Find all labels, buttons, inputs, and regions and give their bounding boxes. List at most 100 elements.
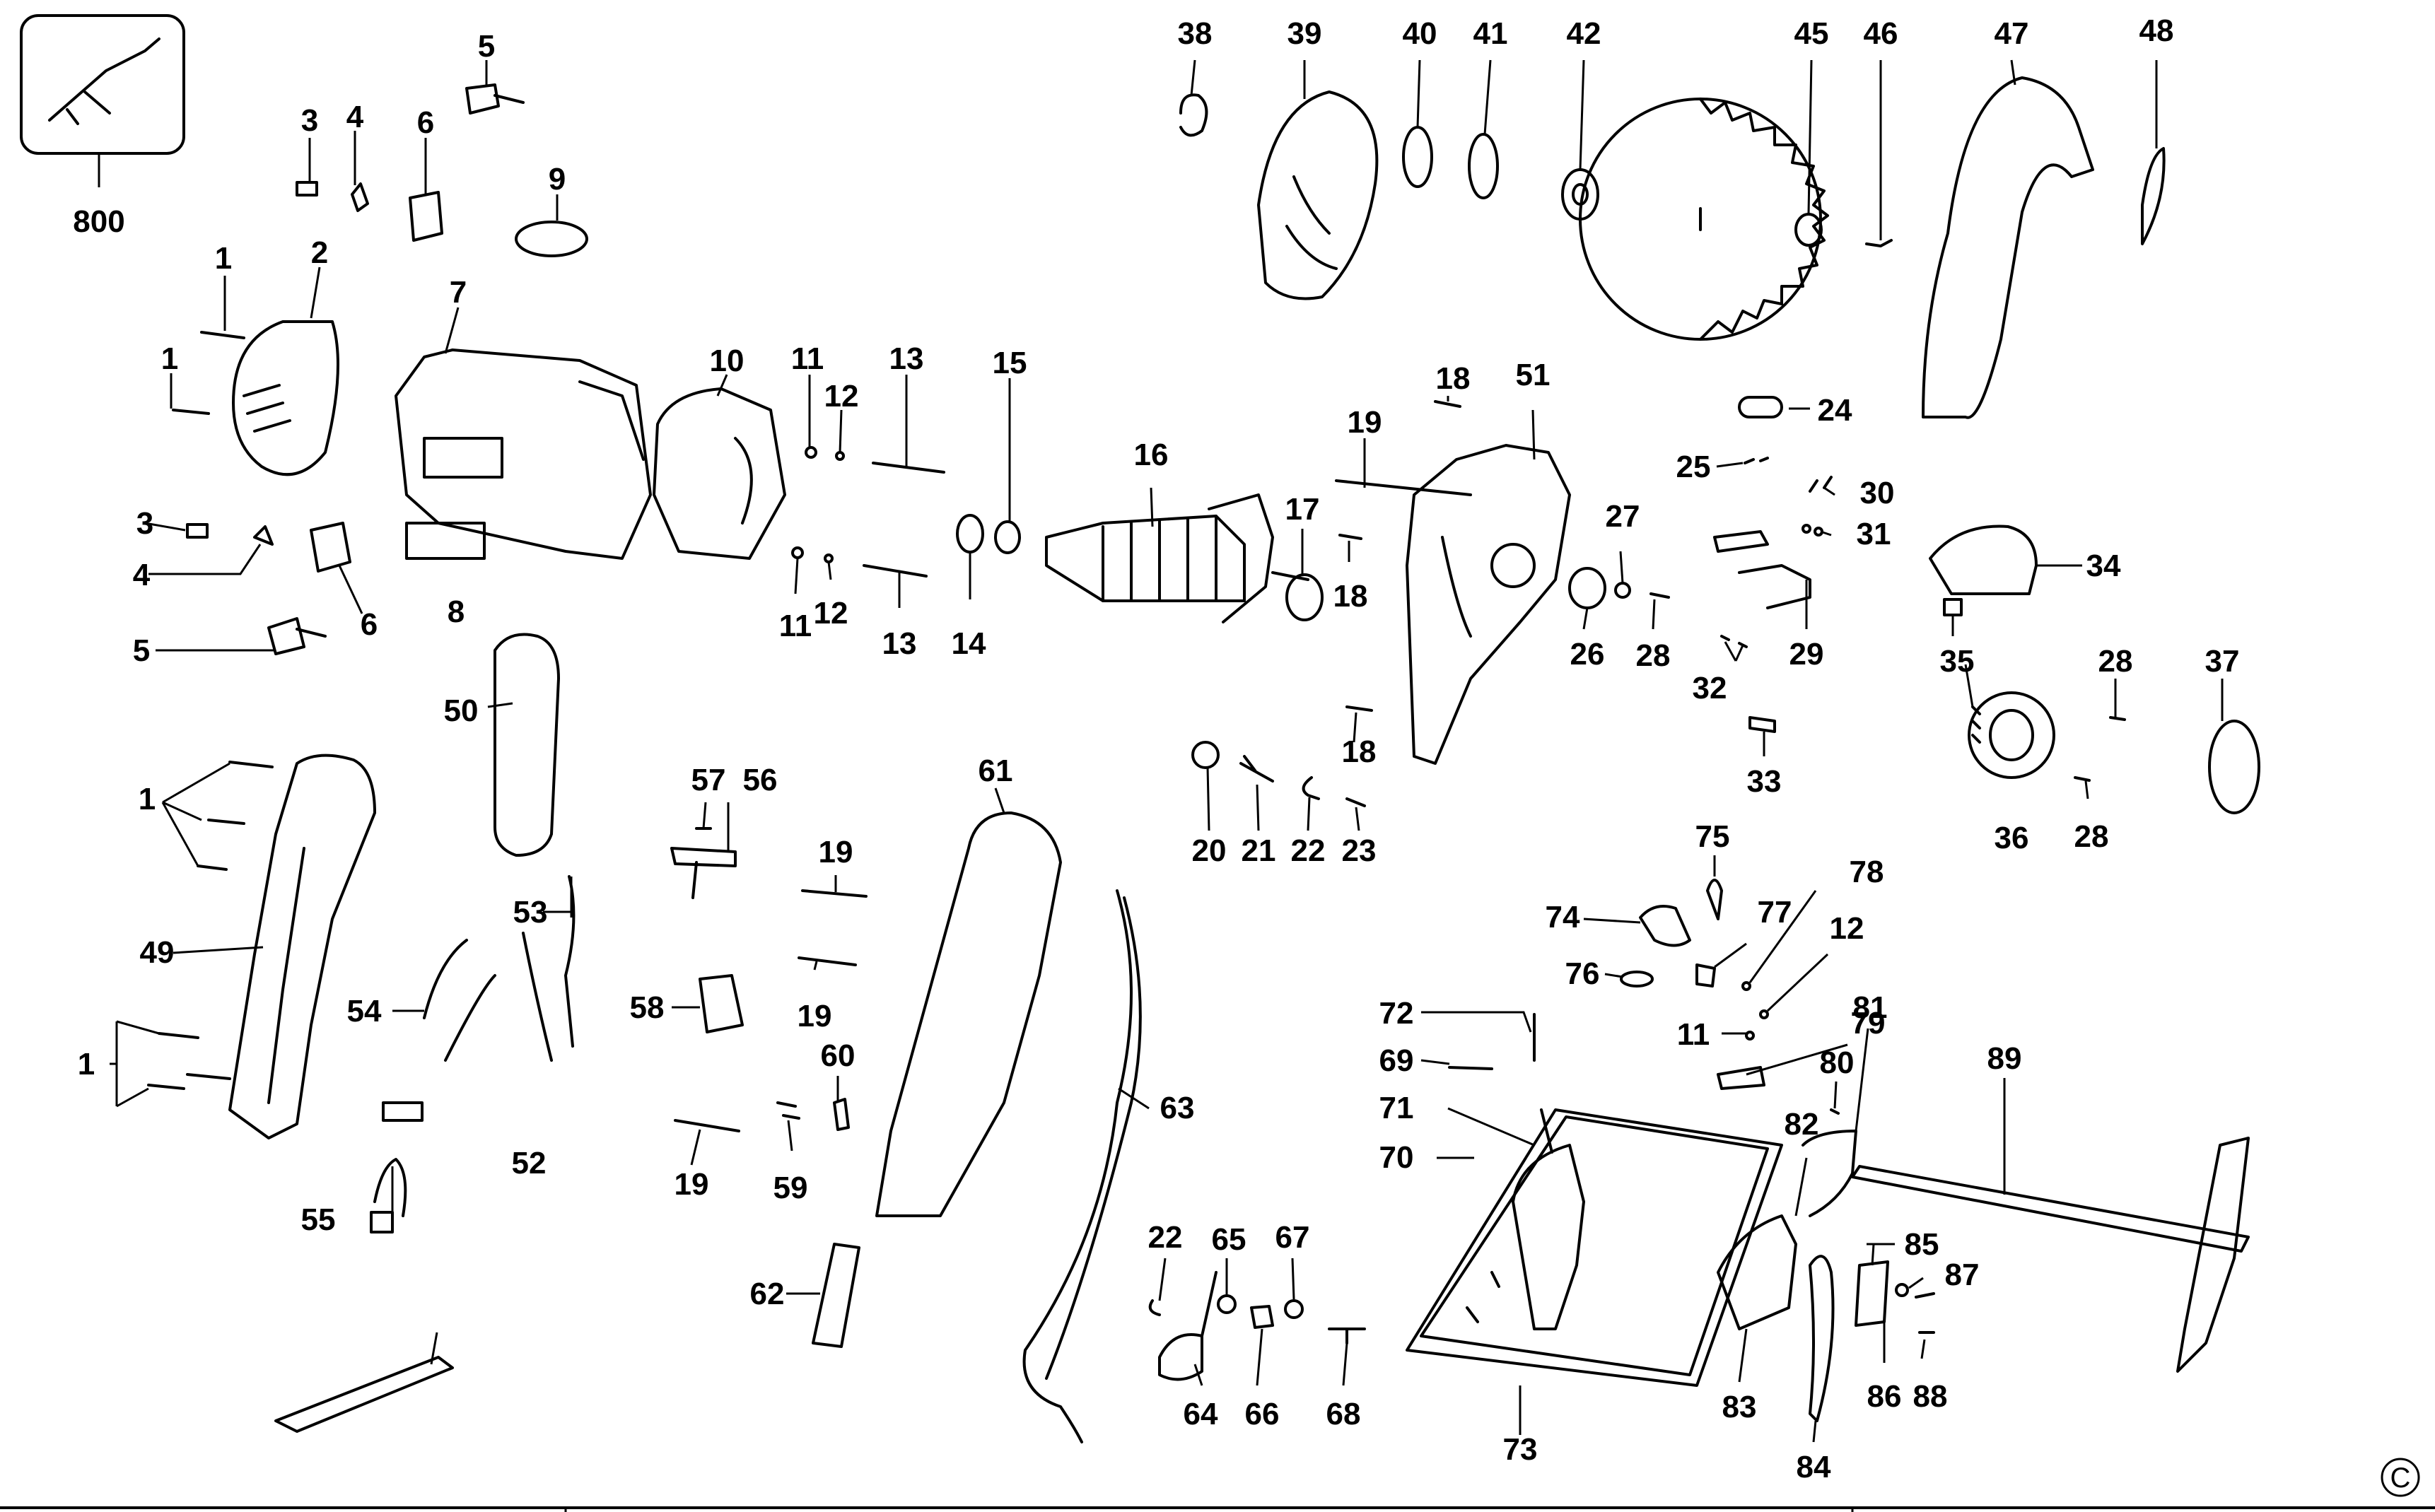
label-1b: 1 (161, 341, 178, 376)
label-11b: 11 (779, 609, 812, 643)
label-3a: 3 (301, 103, 318, 138)
washer-4-top (351, 182, 369, 212)
label-23: 23 (1342, 833, 1377, 868)
label-25: 25 (1676, 450, 1711, 484)
label-79: 80 (1820, 1045, 1855, 1080)
label-13a: 13 (889, 341, 924, 376)
label-6b: 6 (361, 607, 378, 642)
label-42: 42 (1567, 16, 1601, 51)
label-7: 7 (450, 275, 467, 310)
label-5b: 5 (133, 633, 150, 668)
label-12a: 12 (824, 379, 859, 414)
label-52: 53 (513, 895, 548, 930)
wrench-89 (274, 1356, 454, 1433)
label-21: 21 (1242, 833, 1276, 868)
gear-case-50-illustration (1406, 444, 1571, 765)
label-57: 58 (630, 990, 665, 1025)
label-22a: 22 (1291, 833, 1326, 868)
label-31: 31 (1857, 517, 1891, 551)
label-18a: 18 (1436, 361, 1471, 396)
label-32: 32 (1693, 671, 1727, 705)
label-38: 38 (1178, 16, 1213, 51)
leader-lines (110, 59, 2224, 1443)
label-74: 75 (1695, 819, 1730, 854)
cover-34 (1929, 524, 2038, 595)
label-73: 74 (1546, 900, 1580, 934)
label-88: 89 (1987, 1041, 2022, 1076)
label-9 (515, 221, 588, 257)
guard-39-illustration (1257, 90, 1379, 300)
saw-blade-illustration (1579, 98, 1829, 341)
label-8: 8 (448, 594, 465, 629)
label-19a: 19 (1348, 405, 1382, 440)
boot-61 (812, 1243, 860, 1348)
label-85: 86 (1867, 1379, 1902, 1414)
label-9: 9 (549, 162, 566, 197)
label-63: 64 (1184, 1397, 1218, 1431)
label-41: 41 (1473, 16, 1508, 51)
label-1a: 1 (215, 241, 232, 276)
handle-48-illustration (228, 754, 376, 1139)
label-19d: 19 (675, 1167, 709, 1202)
label-51: 52 (512, 1146, 547, 1180)
label-1c: 1 (139, 782, 156, 816)
label-14: 14 (952, 626, 986, 661)
label-50: 51 (1516, 358, 1551, 392)
label-28c: 28 (2074, 819, 2109, 854)
label-800: 800 (73, 204, 124, 239)
label-82: 83 (1722, 1390, 1757, 1424)
label-70: 71 (1379, 1091, 1414, 1125)
base-plate-72-illustration (1406, 1108, 1783, 1387)
label-1d: 1 (78, 1047, 95, 1082)
brush-5-top (465, 83, 525, 115)
rip-fence-88-illustration (1851, 1137, 2250, 1373)
label-12c: 12 (1830, 911, 1864, 946)
label-45: 46 (1864, 16, 1898, 51)
motor-housing-7-illustration (395, 348, 652, 560)
label-37: 37 (2205, 644, 2240, 679)
label-12b: 12 (814, 596, 848, 631)
label-77: 78 (1850, 855, 1884, 889)
label-46: 47 (1995, 16, 2029, 51)
field-10-illustration (653, 387, 786, 560)
label-3b: 3 (136, 506, 153, 541)
label-33: 33 (1747, 764, 1782, 799)
label-6a: 6 (417, 105, 434, 140)
label-71: 72 (1379, 996, 1414, 1031)
label-72: 73 (1503, 1432, 1538, 1467)
label-36: 36 (1995, 821, 2029, 855)
label-83: 84 (1797, 1450, 1831, 1484)
label-54: 55 (301, 1202, 336, 1237)
label-48: 49 (140, 935, 175, 970)
label-24: 24 (1818, 393, 1852, 428)
label-10: 10 (710, 344, 744, 378)
label-5a: 5 (478, 29, 495, 64)
handle-60-illustration (875, 811, 1062, 1217)
label-65: 66 (1245, 1397, 1280, 1431)
label-18c: 18 (1342, 734, 1377, 769)
label-4a: 4 (346, 100, 364, 134)
part-labels: 800 1 1 2 3 4 5 6 7 8 9 10 11 12 13 15 1… (73, 13, 2239, 1484)
copyright-mark: C (2381, 1458, 2420, 1497)
armature-16-illustration (1045, 493, 1309, 623)
label-28b: 28 (2098, 644, 2133, 679)
label-84: 85 (1905, 1227, 1939, 1262)
screw-1-group (147, 331, 274, 1090)
label-39: 39 (1287, 16, 1322, 51)
label-44: 45 (1794, 16, 1829, 51)
label-19c: 19 (798, 999, 832, 1033)
label-55: 56 (743, 763, 778, 797)
label-53: 54 (347, 994, 382, 1028)
label-56: 57 (691, 763, 726, 797)
switch-29-illustration (1713, 530, 1811, 609)
label-78: 79 (1851, 1006, 1886, 1041)
ring-17 (1285, 573, 1324, 621)
label-18b: 18 (1333, 579, 1368, 614)
label-67: 68 (1326, 1397, 1361, 1431)
copyright-symbol: C (2390, 1463, 2411, 1494)
gear-36-illustration (1968, 691, 2055, 779)
label-22b: 22 (1148, 1220, 1183, 1255)
label-81: 82 (1785, 1107, 1819, 1142)
label-87: 88 (1913, 1379, 1948, 1414)
label-15: 15 (993, 346, 1027, 380)
